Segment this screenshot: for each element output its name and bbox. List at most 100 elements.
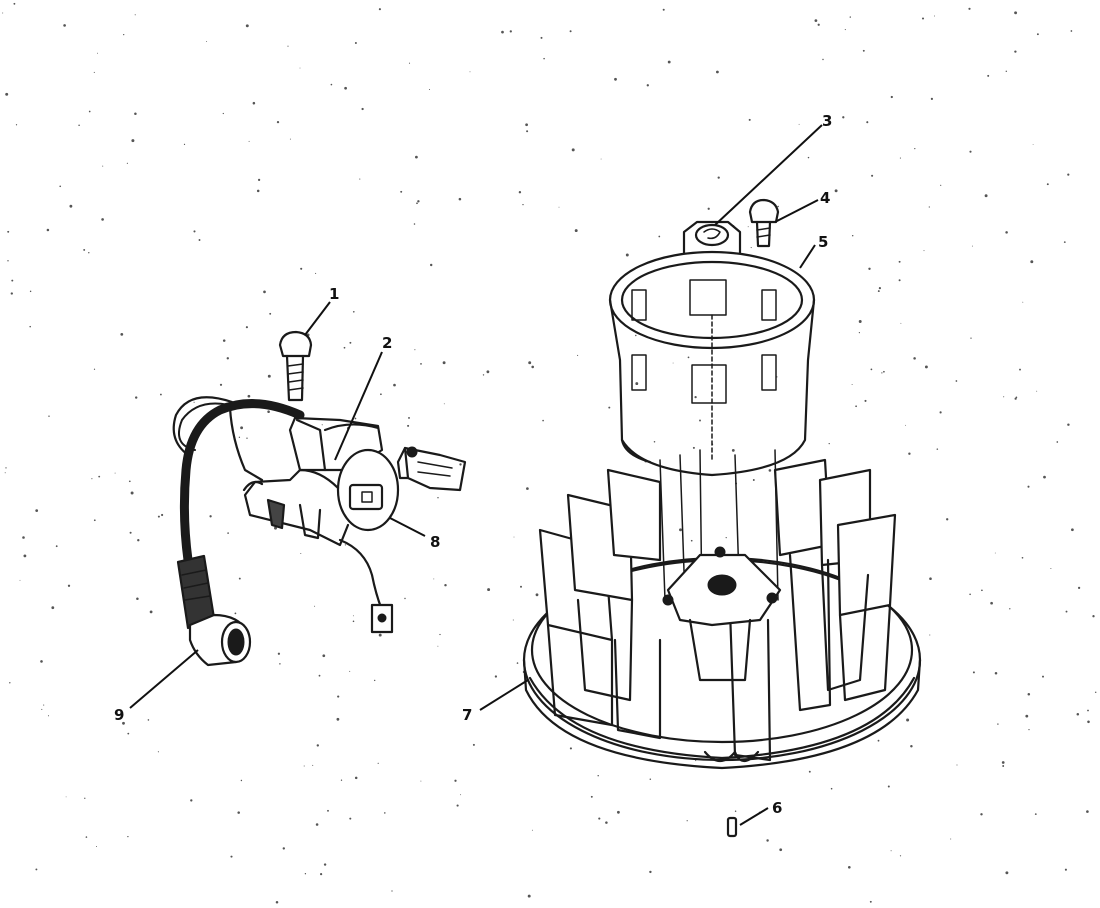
leader-line-5 xyxy=(799,244,816,269)
speck-dot xyxy=(433,578,435,580)
speck-dot xyxy=(2,12,4,14)
speck-dot xyxy=(692,446,695,449)
speck-dot xyxy=(1001,761,1005,764)
leader-line-1 xyxy=(304,301,331,336)
callout-1: 1 xyxy=(329,285,339,303)
speck-dot xyxy=(667,60,671,64)
speck-dot xyxy=(277,652,281,655)
speck-dot xyxy=(323,863,327,866)
speck-dot xyxy=(340,779,343,781)
speck-dot xyxy=(716,70,719,74)
speck-dot xyxy=(352,620,355,623)
speck-dot xyxy=(878,287,881,290)
speck-dot xyxy=(509,30,512,33)
speck-dot xyxy=(322,654,326,658)
speck-dot xyxy=(102,165,104,167)
speck-dot xyxy=(890,850,892,852)
speck-dot xyxy=(980,813,983,816)
speck-dot xyxy=(193,401,195,403)
speck-dot xyxy=(1005,871,1009,875)
speck-dot xyxy=(486,370,490,374)
speck-dot xyxy=(946,518,949,521)
speck-dot xyxy=(126,162,128,164)
speck-dot xyxy=(275,901,279,904)
speck-dot xyxy=(939,411,942,414)
speck-dot xyxy=(460,794,462,796)
speck-dot xyxy=(67,584,71,587)
speck-dot xyxy=(400,190,403,193)
speck-dot xyxy=(717,176,720,179)
speck-dot xyxy=(337,695,340,698)
speck-dot xyxy=(868,267,871,270)
speck-dot xyxy=(849,16,851,18)
speck-dot xyxy=(85,836,88,838)
speck-dot xyxy=(914,147,916,150)
speck-dot xyxy=(635,382,639,386)
speck-dot xyxy=(129,531,132,534)
speck-dot xyxy=(299,67,301,69)
speck-dot xyxy=(482,374,485,376)
speck-dot xyxy=(990,601,993,605)
callout-3: 3 xyxy=(822,112,832,130)
speck-dot xyxy=(1070,30,1073,32)
speck-dot xyxy=(78,124,80,126)
speck-dot xyxy=(320,873,323,876)
speck-dot xyxy=(226,357,229,360)
speck-dot xyxy=(429,263,433,267)
speck-dot xyxy=(190,799,193,802)
speck-dot xyxy=(137,539,140,542)
leader-line-2 xyxy=(334,351,383,461)
speck-dot xyxy=(263,290,266,294)
speck-dot xyxy=(883,370,885,373)
speck-dot xyxy=(161,513,164,517)
speck-dot xyxy=(921,17,925,20)
speck-dot xyxy=(972,671,975,674)
speck-dot xyxy=(361,107,364,111)
speck-dot xyxy=(531,365,534,369)
speck-dot xyxy=(887,785,890,788)
speck-dot xyxy=(69,204,73,208)
speck-dot xyxy=(817,23,820,26)
speck-dot xyxy=(65,796,67,798)
speck-dot xyxy=(851,234,854,237)
speck-dot xyxy=(442,361,446,365)
speck-dot xyxy=(1005,70,1008,73)
speck-dot xyxy=(900,322,902,324)
speck-dot xyxy=(416,202,418,205)
speck-dot xyxy=(413,223,416,225)
speck-dot xyxy=(1009,608,1011,610)
speck-dot xyxy=(11,279,14,282)
speck-dot xyxy=(526,130,529,133)
starter-cup xyxy=(608,250,816,477)
speck-dot xyxy=(93,368,96,370)
speck-dot xyxy=(608,406,611,409)
leader-line-3 xyxy=(714,124,823,226)
speck-dot xyxy=(542,419,544,422)
speck-dot xyxy=(1025,714,1029,718)
speck-dot xyxy=(13,2,16,5)
speck-dot xyxy=(300,267,303,270)
speck-dot xyxy=(238,577,241,580)
speck-dot xyxy=(252,101,256,105)
speck-dot xyxy=(209,515,212,518)
speck-dot xyxy=(349,341,352,344)
speck-dot xyxy=(1076,712,1080,716)
flywheel-assembly xyxy=(522,198,922,838)
speck-dot xyxy=(672,362,674,364)
speck-dot xyxy=(315,823,319,826)
speck-dot xyxy=(725,537,727,539)
leader-line-7 xyxy=(479,679,529,711)
speck-dot xyxy=(858,332,860,334)
speck-dot xyxy=(1043,475,1046,479)
callout-4: 4 xyxy=(820,189,830,207)
speck-dot xyxy=(1056,441,1059,443)
speck-dot xyxy=(276,120,280,124)
speck-dot xyxy=(512,619,514,621)
callout-5: 5 xyxy=(818,233,828,251)
speck-dot xyxy=(653,441,656,443)
speck-dot xyxy=(930,97,934,100)
speck-dot xyxy=(842,116,845,119)
speck-dot xyxy=(929,634,931,636)
speck-dot xyxy=(1087,720,1090,724)
speck-dot xyxy=(969,150,972,153)
